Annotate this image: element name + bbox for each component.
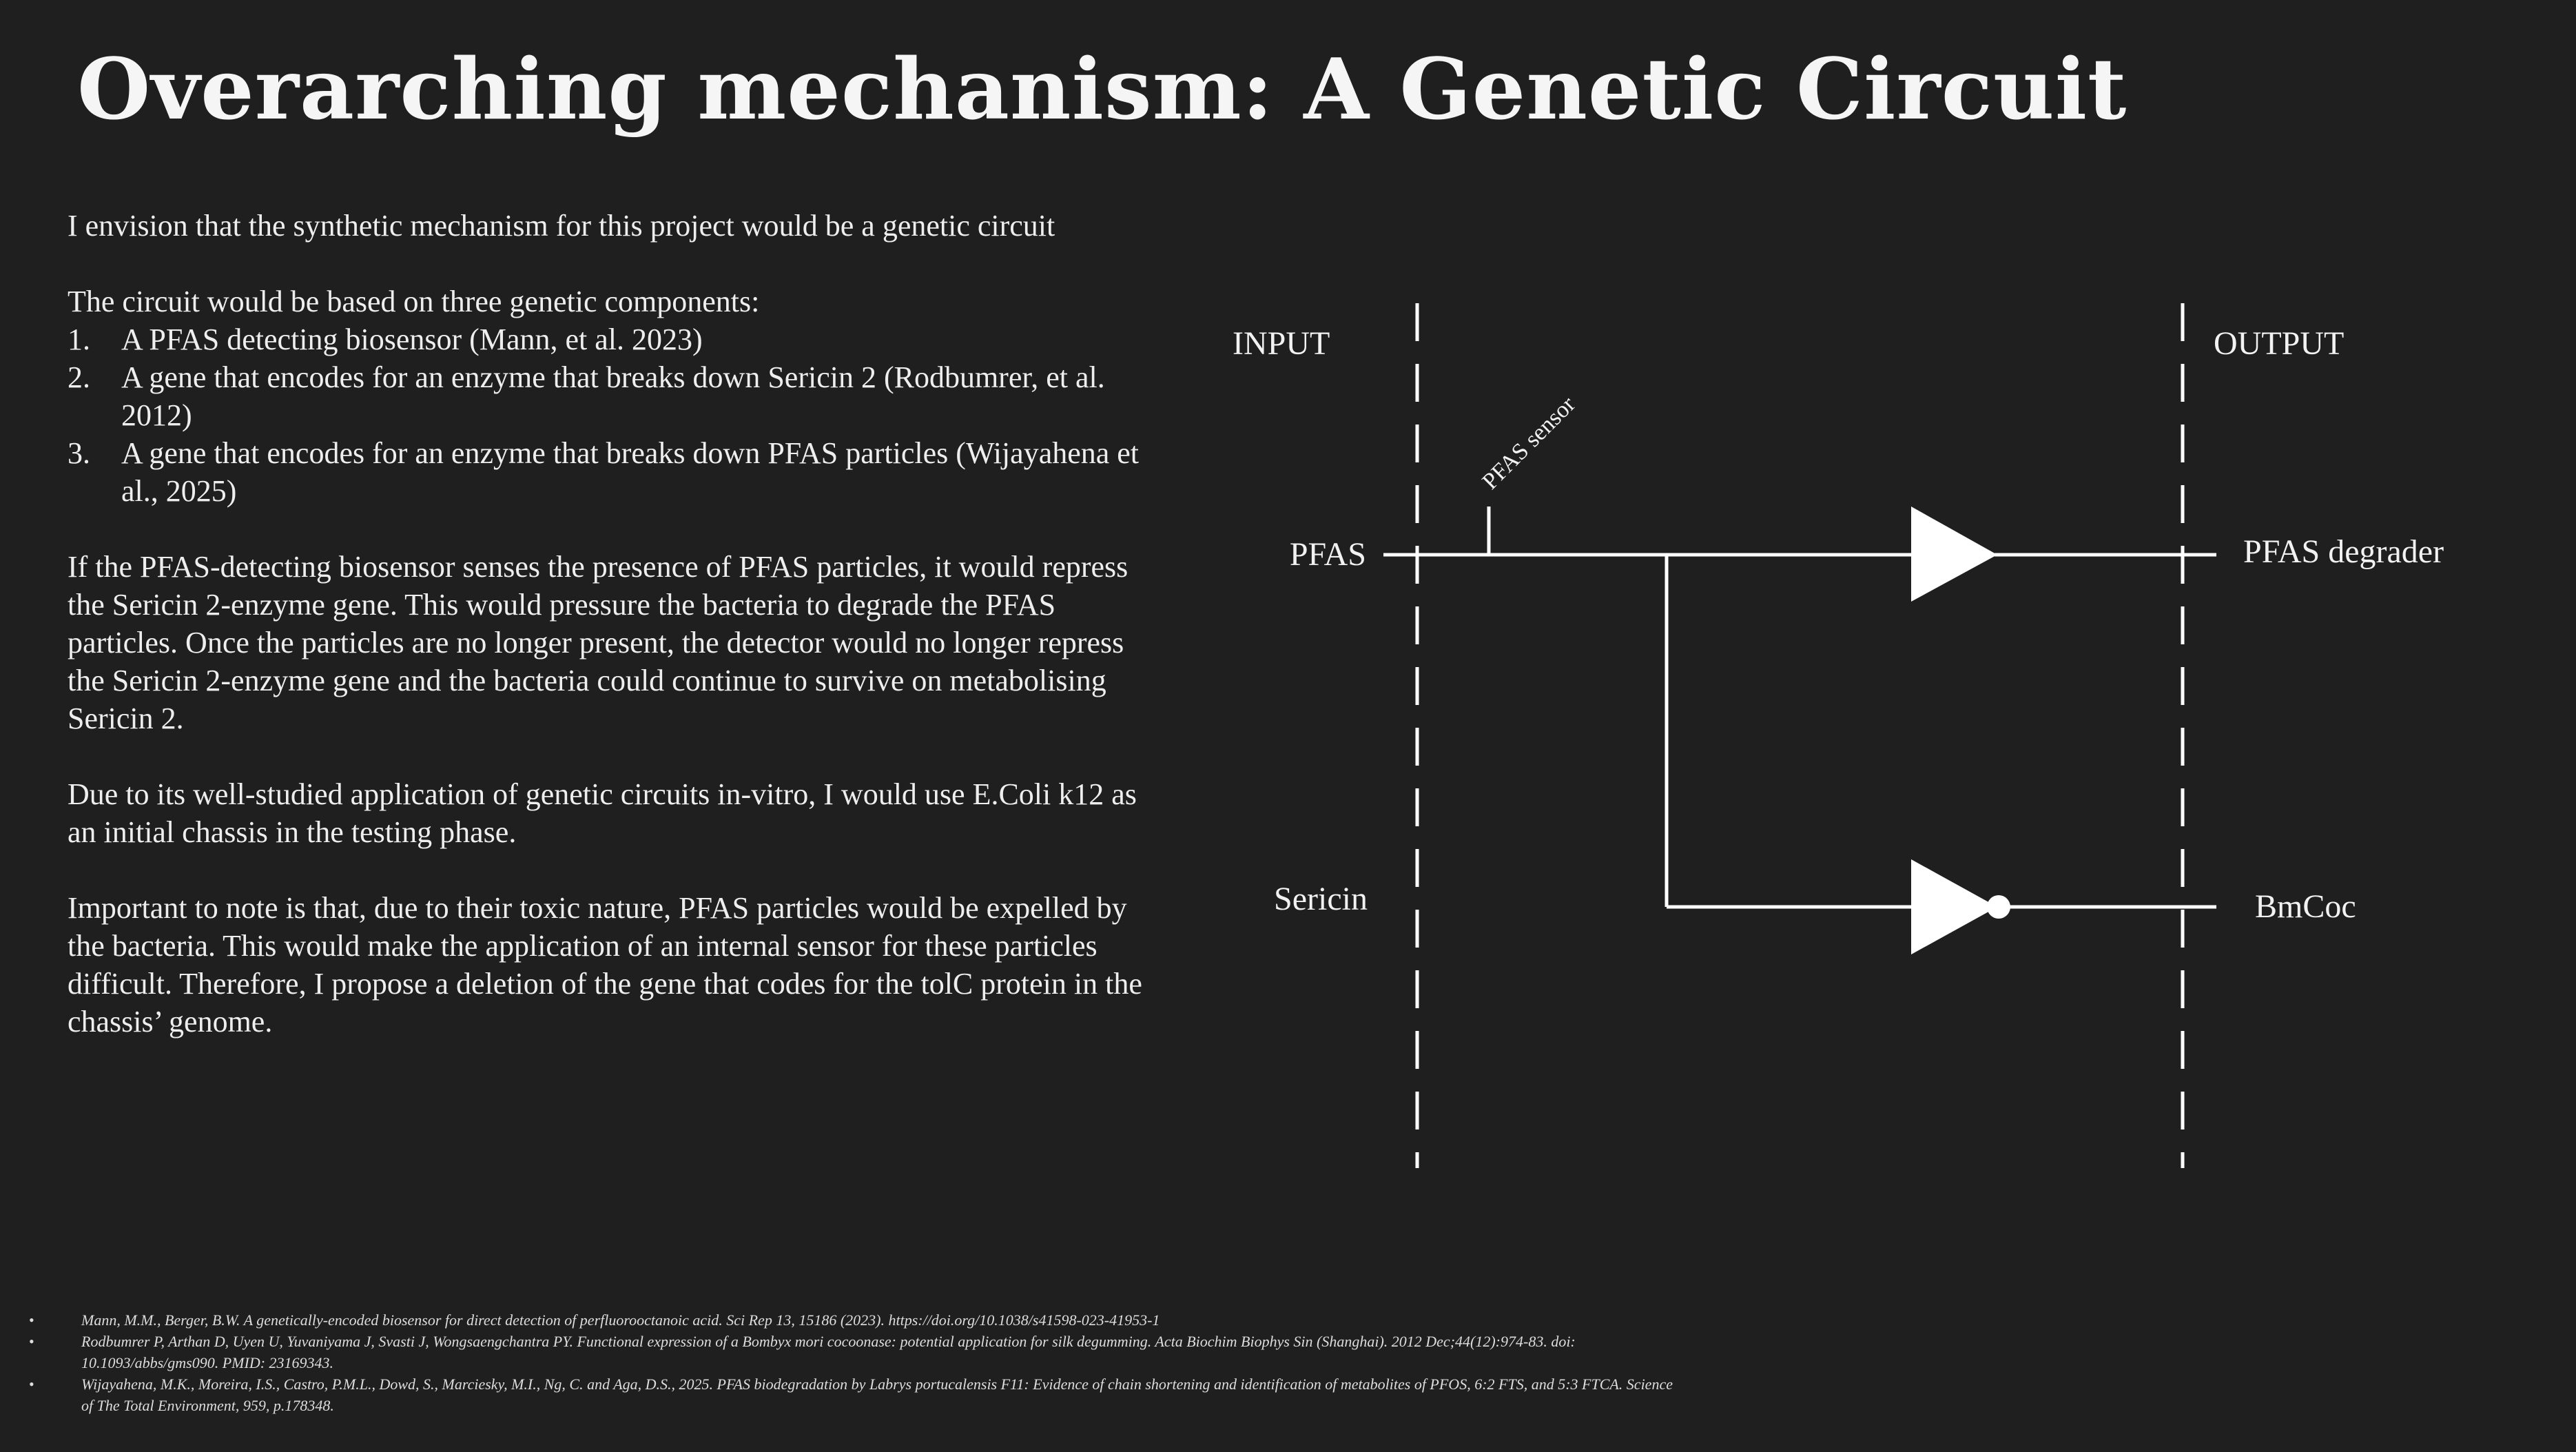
pfas-degrader-output-label: PFAS degrader [2243, 533, 2444, 570]
list-item: 3. A gene that encodes for an enzyme tha… [68, 434, 1156, 510]
intro-paragraph: I envision that the synthetic mechanism … [68, 209, 1055, 243]
chassis-paragraph: Due to its well-studied application of g… [68, 777, 1137, 849]
components-intro: The circuit would be based on three gene… [68, 285, 760, 318]
list-item: 1. A PFAS detecting biosensor (Mann, et … [68, 320, 1156, 358]
pfas-input-label: PFAS [1290, 536, 1366, 573]
body-text: I envision that the synthetic mechanism … [68, 207, 1156, 1078]
list-item: • Mann, M.M., Berger, B.W. A genetically… [28, 1309, 1681, 1331]
list-item-text: A PFAS detecting biosensor (Mann, et al.… [121, 323, 703, 356]
list-item: 2. A gene that encodes for an enzyme tha… [68, 358, 1156, 434]
input-label: INPUT [1233, 325, 1330, 362]
sericin-input-label: Sericin [1274, 881, 1368, 917]
pfas-sensor-label: PFAS sensor [1477, 391, 1580, 495]
list-item-number: 1. [68, 323, 90, 356]
tolc-paragraph: Important to note is that, due to their … [68, 891, 1142, 1039]
output-label: OUTPUT [2214, 325, 2344, 362]
bullet-icon: • [29, 1333, 34, 1350]
components-list: 1. A PFAS detecting biosensor (Mann, et … [68, 320, 1156, 510]
not-gate-icon [1911, 859, 2010, 954]
buffer-gate-icon [1911, 507, 1997, 602]
reference-text: Mann, M.M., Berger, B.W. A genetically-e… [81, 1311, 1160, 1329]
list-item-number: 3. [68, 436, 90, 470]
page-title: Overarching mechanism: A Genetic Circuit [77, 39, 2127, 139]
list-item-number: 2. [68, 360, 90, 394]
reference-text: Rodbumrer P, Arthan D, Uyen U, Yuvaniyam… [81, 1333, 1576, 1371]
list-item: • Wijayahena, M.K., Moreira, I.S., Castr… [28, 1373, 1681, 1416]
list-item: • Rodbumrer P, Arthan D, Uyen U, Yuvaniy… [28, 1331, 1681, 1373]
mechanism-paragraph: If the PFAS-detecting biosensor senses t… [68, 550, 1129, 735]
bullet-icon: • [29, 1376, 34, 1393]
list-item-text: A gene that encodes for an enzyme that b… [121, 436, 1140, 508]
list-item-text: A gene that encodes for an enzyme that b… [121, 360, 1105, 432]
bmcoc-output-label: BmCoc [2255, 888, 2356, 925]
bullet-icon: • [29, 1311, 34, 1329]
references: • Mann, M.M., Berger, B.W. A genetically… [28, 1309, 1681, 1416]
reference-text: Wijayahena, M.K., Moreira, I.S., Castro,… [81, 1376, 1673, 1414]
references-list: • Mann, M.M., Berger, B.W. A genetically… [28, 1309, 1681, 1416]
